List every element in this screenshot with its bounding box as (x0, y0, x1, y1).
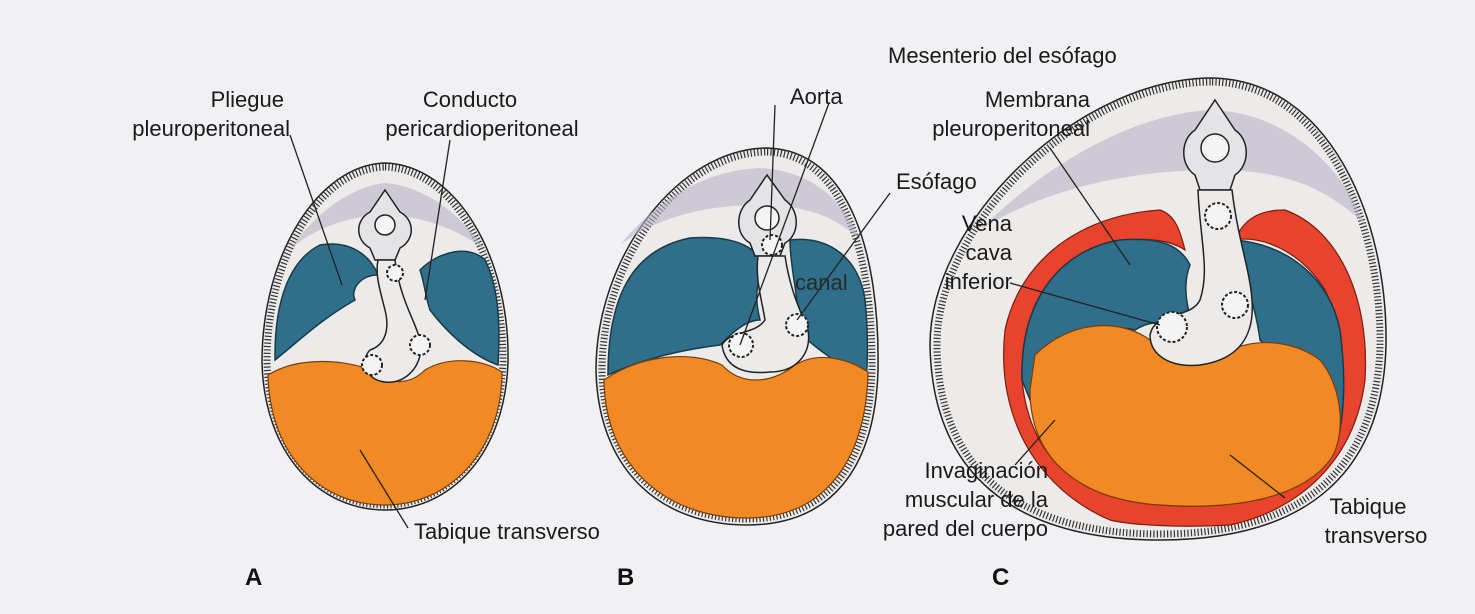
leader-aorta (769, 104, 776, 241)
esophagus-a (409, 334, 431, 356)
vena-cava-a (361, 354, 383, 376)
leader-invaginacion (1014, 419, 1056, 466)
muscle-b (620, 168, 860, 245)
mesentery-a (364, 259, 422, 383)
muscle-c (980, 110, 1365, 230)
label-conducto: Conducto (423, 87, 517, 112)
label-membrana: Membrana (985, 87, 1091, 112)
aorta-c (1204, 202, 1232, 230)
leader-pliegue (289, 134, 343, 286)
label-mesenterio: Mesenterio del esófago (888, 43, 1117, 68)
panel-letter-c: C (992, 564, 1009, 591)
label-vena: Vena (962, 211, 1013, 236)
label-pared-del-cuerpo: pared del cuerpo (883, 516, 1048, 541)
section-c: Membrana pleuroperitoneal Vena cava infe… (883, 77, 1428, 591)
vena-cava-b (728, 332, 754, 358)
leader-mesenterio (739, 102, 830, 346)
septum-transversum-b (603, 356, 869, 519)
pleural-cavity-right-a (419, 250, 500, 367)
neural-tube-b (754, 205, 780, 231)
label-esofago: Esófago (896, 169, 977, 194)
leader-tabique-a (359, 449, 409, 529)
leader-esofago (796, 192, 891, 321)
panel-letter-b: B (617, 564, 634, 591)
esophagus-c (1221, 291, 1249, 319)
section-a: Pliegue pleuroperitoneal Conducto perica… (132, 87, 600, 591)
label-tabique-transverso-a: Tabique transverso (414, 519, 600, 544)
leader-conducto (424, 139, 451, 301)
section-b: Mesenterio del esófago Aorta Esófago can… (595, 43, 1117, 591)
panel-letter-a: A (245, 564, 262, 591)
esophagus-b (785, 313, 809, 337)
neural-tube-a (374, 214, 396, 236)
leader-tabique-c (1229, 454, 1286, 499)
label-membrana-pleuroperitoneal: pleuroperitoneal (932, 116, 1090, 141)
aorta-b (761, 234, 783, 256)
label-inferior: inferior (945, 269, 1012, 294)
neural-tube-c (1200, 133, 1230, 163)
label-pericardioperitoneal: pericardioperitoneal (385, 116, 578, 141)
label-transverso-c: transverso (1325, 523, 1428, 548)
label-aorta: Aorta (790, 84, 843, 109)
label-pliegue: Pliegue (211, 87, 284, 112)
leader-membrana (1049, 147, 1131, 266)
body-wall-b (598, 148, 876, 523)
label-tabique-c: Tabique (1329, 494, 1406, 519)
label-canal: canal (795, 270, 848, 295)
aorta-a (386, 264, 404, 282)
leader-vena-cava (1009, 282, 1161, 326)
label-pleuroperitoneal: pleuroperitoneal (132, 116, 290, 141)
vena-cava-c (1156, 311, 1188, 343)
label-cava: cava (966, 240, 1013, 265)
label-muscular-de-la: muscular de la (905, 487, 1049, 512)
label-invaginacion: Invaginación (924, 458, 1048, 483)
